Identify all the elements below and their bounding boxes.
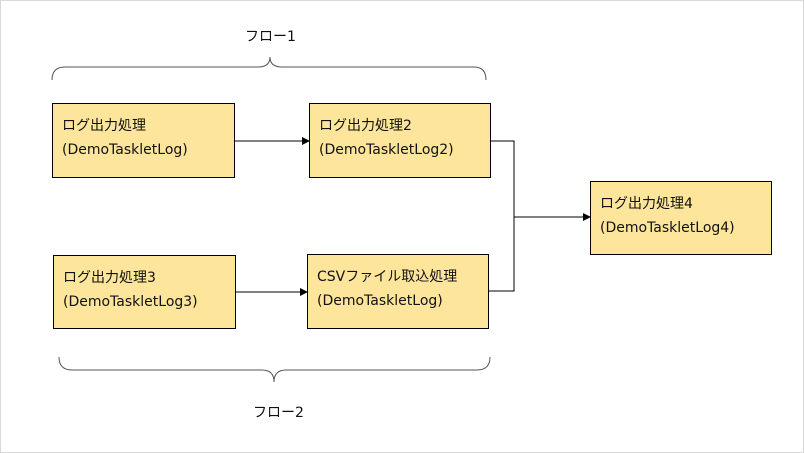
- node-subtitle: (DemoTaskletLog): [317, 293, 443, 309]
- node-log-output-2[interactable]: ログ出力処理2 (DemoTaskletLog2): [309, 103, 491, 178]
- node-title: CSVファイル取込処理: [317, 269, 458, 285]
- node-csv-import[interactable]: CSVファイル取込処理 (DemoTaskletLog): [307, 254, 489, 329]
- node-log-output-1[interactable]: ログ出力処理 (DemoTaskletLog): [52, 103, 235, 178]
- flow2-brace: [58, 356, 491, 383]
- node-subtitle: (DemoTaskletLog4): [600, 220, 735, 236]
- flow2-label: フロー2: [253, 405, 304, 421]
- node-title: ログ出力処理2: [319, 118, 412, 134]
- node-subtitle: (DemoTaskletLog3): [63, 294, 198, 310]
- node-subtitle: (DemoTaskletLog): [62, 142, 188, 158]
- node-title: ログ出力処理3: [63, 270, 156, 286]
- node-subtitle: (DemoTaskletLog2): [319, 142, 454, 158]
- flow1-label: フロー1: [245, 29, 296, 45]
- connector-log2-merge: [488, 140, 515, 292]
- flow1-brace: [51, 56, 487, 81]
- node-title: ログ出力処理: [62, 118, 146, 134]
- node-log-output-4[interactable]: ログ出力処理4 (DemoTaskletLog4): [590, 181, 772, 255]
- node-title: ログ出力処理4: [600, 196, 693, 212]
- node-log-output-3[interactable]: ログ出力処理3 (DemoTaskletLog3): [53, 255, 236, 329]
